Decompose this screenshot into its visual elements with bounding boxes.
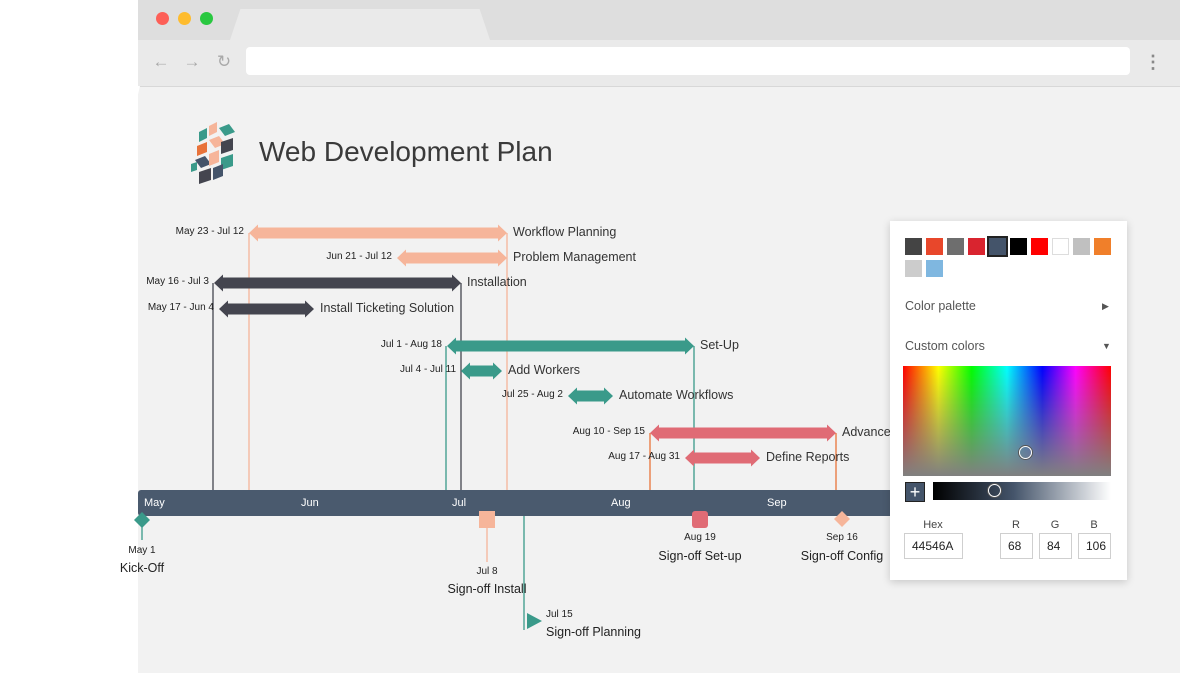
color-swatch[interactable] [905,260,922,277]
hex-label: Hex [923,519,943,531]
milestone-date: Aug 19 [684,532,716,543]
milestone-date: Sep 16 [826,532,858,543]
plus-icon[interactable]: + [905,482,925,502]
close-window-button[interactable] [156,12,169,25]
task-bar [214,274,461,292]
g-label: G [1050,519,1060,531]
task-bar [685,449,760,467]
caret-right-icon[interactable]: ▶ [1102,301,1109,311]
color-spectrum[interactable] [903,366,1111,476]
back-arrow-icon[interactable]: ← [152,52,170,71]
task-name-label: Advanced [842,425,898,439]
milestone-diamond [834,511,850,527]
b-input[interactable]: 106 [1078,533,1111,559]
task-date-label: Jul 4 - Jul 11 [400,364,456,375]
task-name-label: Problem Management [513,250,636,264]
timeline-axis [138,490,898,516]
task-bar [447,337,694,355]
milestone-date: Jul 8 [476,566,498,577]
spectrum-picker-handle[interactable] [1019,446,1032,459]
task-bar [650,424,836,442]
color-picker-panel: Color palette ▶ Custom colors ▼ + Hex 44… [890,221,1127,580]
browser-toolbar: ← → ↻ ⋮ [138,40,1180,87]
task-bar [568,387,613,405]
minimize-window-button[interactable] [178,12,191,25]
month-label: Jul [452,497,467,509]
b-label: B [1090,519,1098,531]
task-name-label: Automate Workflows [619,388,734,402]
task-bar [249,224,507,242]
task-date-label: Jul 1 - Aug 18 [380,339,442,350]
task-date-label: Jul 25 - Aug 2 [501,389,563,400]
month-label: Aug [611,497,631,509]
task-name-label: Add Workers [508,363,581,377]
task-name-label: Define Reports [766,450,850,464]
month-label: Jun [301,497,319,509]
milestone-date: Jul 15 [546,609,573,620]
title-bar [138,0,1180,40]
color-swatch[interactable] [1010,238,1027,255]
custom-colors-row[interactable]: Custom colors [905,339,985,353]
more-vert-icon[interactable]: ⋮ [1144,52,1162,72]
task-name-label: Workflow Planning [513,225,617,239]
milestone-triangle [527,613,542,629]
milestone-diamond [134,512,150,528]
color-swatch[interactable] [905,238,922,255]
milestone-date: May 1 [128,545,156,556]
task-bar [219,300,314,318]
task-date-label: May 16 - Jul 3 [146,276,209,287]
color-swatch[interactable] [1052,238,1069,255]
caret-down-icon[interactable]: ▼ [1102,341,1111,351]
task-date-label: Aug 17 - Aug 31 [608,451,680,462]
task-name-label: Installation [467,275,527,289]
reload-icon[interactable]: ↻ [216,52,232,71]
color-swatch[interactable] [1073,238,1090,255]
month-label: May [144,497,165,509]
address-bar[interactable] [246,47,1130,75]
r-input[interactable]: 68 [1000,533,1033,559]
color-swatch[interactable] [987,236,1008,257]
hex-input[interactable]: 44546A [904,533,963,559]
g-input[interactable]: 84 [1039,533,1072,559]
task-name-label: Install Ticketing Solution [320,301,455,315]
shade-slider[interactable] [933,482,1111,500]
month-label: Sep [767,497,787,509]
task-date-label: May 17 - Jun 4 [147,302,214,313]
task-date-label: Jun 21 - Jul 12 [326,251,392,262]
color-swatch[interactable] [1094,238,1111,255]
milestone-name: Sign-off Config [800,549,884,563]
logo-icon [191,122,235,184]
color-palette-row[interactable]: Color palette [905,299,976,313]
task-date-label: May 23 - Jul 12 [175,226,244,237]
milestone-name: Sign-off Install [447,582,527,596]
decorative-cutout [0,86,140,673]
task-name-label: Set-Up [700,338,739,352]
milestone-name: Sign-off Set-up [658,549,742,563]
color-swatch[interactable] [926,260,943,277]
task-date-label: Aug 10 - Sep 15 [572,426,645,437]
shade-slider-handle[interactable] [988,484,1001,497]
r-label: R [1012,519,1020,531]
task-bar [397,249,507,267]
milestone-name: Sign-off Planning [546,625,641,639]
color-swatch[interactable] [1031,238,1048,255]
color-swatch[interactable] [968,238,985,255]
milestone-square [479,511,495,528]
forward-arrow-icon[interactable]: → [183,52,201,71]
milestone-name: Kick-Off [119,561,165,575]
task-bar [461,362,502,380]
color-swatch[interactable] [926,238,943,255]
milestone-square [692,511,708,528]
page-title: Web Development Plan [259,136,553,167]
browser-tab[interactable] [230,9,490,40]
maximize-window-button[interactable] [200,12,213,25]
color-swatch[interactable] [947,238,964,255]
